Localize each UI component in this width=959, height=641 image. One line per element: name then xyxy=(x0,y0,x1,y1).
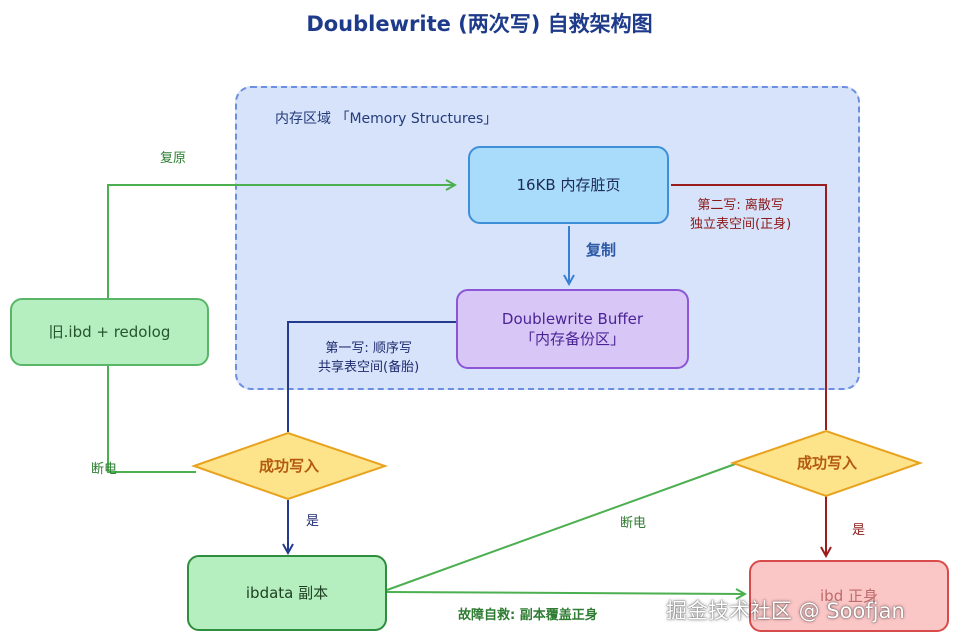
power-off-right-label: 断电 xyxy=(620,516,647,531)
second-write-label: 第二写: 离散写 独立表空间(正身) xyxy=(690,197,791,235)
restore-label: 复原 xyxy=(160,151,187,166)
first-write-edge xyxy=(287,321,456,432)
first-write-label-line2: 共享表空间(备胎) xyxy=(318,359,420,375)
decision-right-label: 成功写入 xyxy=(796,454,857,472)
first-write-label: 第一写: 顺序写 共享表空间(备胎) xyxy=(318,340,419,378)
old-ibd-redolog-label: 旧.ibd + redolog xyxy=(48,322,171,341)
diagram-title: Doublewrite (两次写) 自救架构图 xyxy=(306,12,653,36)
recovery-label: 故障自救: 副本覆盖正身 xyxy=(458,608,598,623)
ibdata-copy-node: ibdata 副本 xyxy=(187,555,387,631)
power-off-left-edge xyxy=(107,366,196,473)
watermark: 掘金技术社区 @ Soofjan xyxy=(666,599,905,623)
ibdata-copy-label: ibdata 副本 xyxy=(245,583,329,602)
yes-left-label: 是 xyxy=(306,514,320,529)
copy-label: 复制 xyxy=(586,241,617,259)
second-write-label-line2: 独立表空间(正身) xyxy=(690,216,792,232)
power-off-left-label: 断电 xyxy=(91,462,118,477)
memory-dirty-page-label: 16KB 内存脏页 xyxy=(516,175,621,194)
ibd-target-label: ibd 正身 xyxy=(820,586,878,605)
power-off-right-edge xyxy=(386,462,739,591)
first-write-label-line1: 第一写: 顺序写 xyxy=(325,341,412,356)
old-ibd-redolog-node: 旧.ibd + redolog xyxy=(10,298,209,366)
ibd-target-node: ibd 正身 xyxy=(749,560,949,632)
restore-edge xyxy=(107,185,455,298)
memory-region-label: 内存区域 「Memory Structures」 xyxy=(275,111,498,127)
decision-left-label: 成功写入 xyxy=(258,457,319,475)
doublewrite-buffer-node: Doublewrite Buffer 「内存备份区」 xyxy=(456,289,689,369)
doublewrite-buffer-sublabel: 「内存备份区」 xyxy=(519,330,625,348)
doublewrite-buffer-label: Doublewrite Buffer xyxy=(501,309,644,328)
second-write-edge xyxy=(671,184,827,430)
decision-left-shape xyxy=(190,431,389,501)
memory-dirty-page-node: 16KB 内存脏页 xyxy=(468,146,669,224)
decision-right-shape xyxy=(729,429,924,498)
second-write-label-line1: 第二写: 离散写 xyxy=(697,198,784,213)
yes-right-label: 是 xyxy=(852,523,866,538)
recovery-edge xyxy=(386,592,745,594)
